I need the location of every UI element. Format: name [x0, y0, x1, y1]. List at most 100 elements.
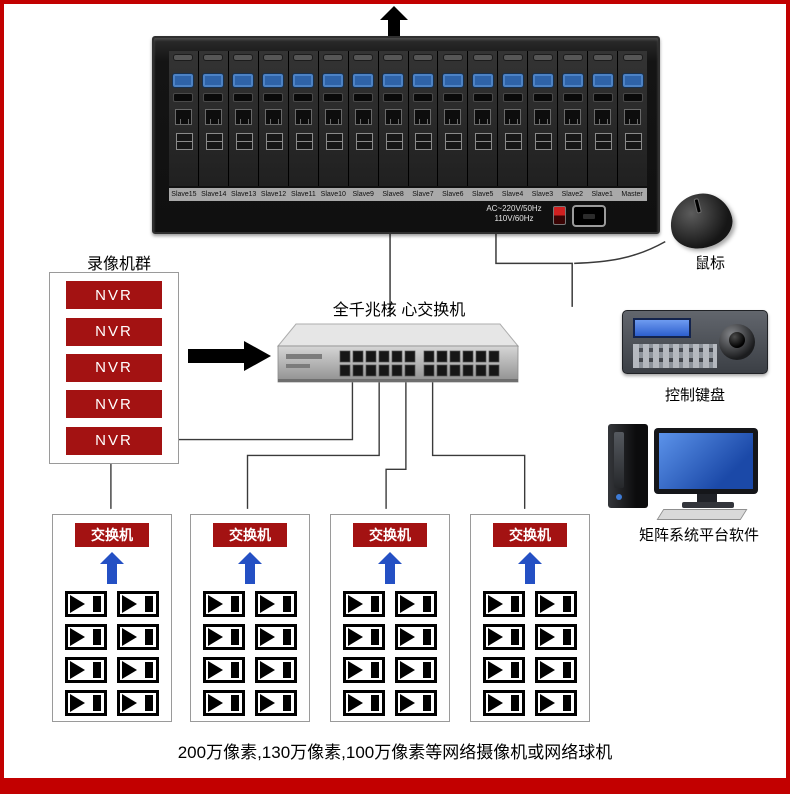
pc-monitor-image — [654, 428, 758, 494]
camera-icon — [117, 657, 159, 683]
slot-label: Slave1 — [591, 191, 613, 198]
camera-icon — [117, 591, 159, 617]
usb-ports-icon — [175, 133, 193, 150]
slot-label: Slave6 — [442, 191, 464, 198]
keyboard-lcd-icon — [633, 318, 691, 338]
power-switch-icon — [553, 206, 566, 225]
monitor-base-icon — [682, 502, 734, 508]
camera-icon — [117, 624, 159, 650]
indicator-leds-icon — [593, 55, 612, 60]
mouse-label: 鼠标 — [694, 255, 725, 272]
slot-label: Slave7 — [412, 191, 434, 198]
bottom-red-bar — [4, 778, 786, 790]
slot-label: Slave4 — [501, 191, 524, 198]
hdmi-port-icon — [622, 93, 643, 102]
vga-port-icon — [531, 73, 554, 88]
vga-port-icon — [621, 73, 644, 88]
camera-icon — [255, 624, 297, 650]
camera-grid — [65, 591, 159, 716]
vga-port-icon — [561, 73, 584, 88]
vga-port-icon — [262, 73, 285, 88]
edge-switch-group-4: 交换机 — [470, 514, 590, 722]
uplink-arrow-icon — [380, 6, 408, 36]
edge-switch-label: 交换机 — [213, 523, 287, 547]
power-rating-label: AC~220V/50Hz 110V/60Hz — [479, 204, 549, 224]
nvr-item: NVR — [66, 353, 162, 382]
camera-icon — [65, 690, 107, 716]
camera-icon — [395, 591, 437, 617]
camera-icon — [255, 591, 297, 617]
ethernet-port-icon — [594, 109, 612, 125]
keyboard-keys-icon — [633, 344, 717, 368]
core-switch-image — [276, 323, 520, 383]
rack-slot-master — [618, 51, 647, 186]
vga-port-icon — [292, 73, 315, 88]
usb-ports-icon — [385, 133, 403, 150]
usb-ports-icon — [205, 133, 223, 150]
rack-slot — [228, 51, 258, 186]
hdmi-port-icon — [263, 93, 284, 102]
camera-icon — [343, 624, 385, 650]
rack-slot — [498, 51, 528, 186]
camera-icon — [395, 624, 437, 650]
nvr-group-box: NVR NVR NVR NVR NVR — [49, 272, 179, 464]
indicator-leds-icon — [324, 55, 343, 60]
rack-slot-row — [169, 51, 647, 186]
camera-icon — [343, 657, 385, 683]
hdmi-port-icon — [383, 93, 404, 102]
slot-label: Slave9 — [352, 191, 374, 198]
hdmi-port-icon — [293, 93, 314, 102]
indicator-leds-icon — [563, 55, 582, 60]
footer-caption: 200万像素,130万像素,100万像素等网络摄像机或网络球机 — [177, 743, 613, 762]
vga-port-icon — [441, 73, 464, 88]
rack-slot — [169, 51, 198, 186]
camera-icon — [255, 657, 297, 683]
nvr-item: NVR — [66, 426, 162, 455]
vga-port-icon — [232, 73, 255, 88]
edge-switch-label: 交换机 — [493, 523, 567, 547]
indicator-leds-icon — [354, 55, 373, 60]
usb-ports-icon — [415, 133, 433, 150]
rack-slot — [318, 51, 348, 186]
camera-icon — [203, 591, 245, 617]
power-line-1: AC~220V/50Hz — [486, 204, 542, 213]
indicator-leds-icon — [264, 55, 283, 60]
hdmi-port-icon — [353, 93, 374, 102]
cameras-to-switch-arrow-icon — [518, 552, 542, 584]
camera-grid — [343, 591, 437, 716]
camera-grid — [203, 591, 297, 716]
indicator-leds-icon — [533, 55, 552, 60]
hdmi-port-icon — [562, 93, 583, 102]
edge-switch-group-2: 交换机 — [190, 514, 310, 722]
usb-ports-icon — [265, 133, 283, 150]
ethernet-port-icon — [534, 109, 552, 125]
rack-slot — [198, 51, 228, 186]
vga-port-icon — [411, 73, 434, 88]
edge-switch-group-3: 交换机 — [330, 514, 450, 722]
ethernet-port-icon — [384, 109, 402, 125]
nvr-item: NVR — [66, 317, 162, 346]
vga-port-icon — [501, 73, 524, 88]
slot-label: Master — [621, 191, 643, 198]
rack-slot — [438, 51, 468, 186]
monitor-screen-icon — [659, 433, 753, 489]
hdmi-port-icon — [323, 93, 344, 102]
camera-icon — [343, 690, 385, 716]
slot-label: Slave2 — [561, 191, 584, 198]
camera-icon — [483, 591, 525, 617]
rack-slot — [588, 51, 618, 186]
rack-slot — [378, 51, 408, 186]
slot-label: Slave15 — [171, 191, 197, 198]
camera-icon — [203, 657, 245, 683]
mouse-image — [664, 187, 738, 255]
edge-switch-label: 交换机 — [353, 523, 427, 547]
edge-switch-group-1: 交换机 — [52, 514, 172, 722]
usb-ports-icon — [325, 133, 343, 150]
nvr-to-switch-arrow-icon — [188, 341, 271, 371]
indicator-leds-icon — [204, 55, 223, 60]
slot-label-strip: Slave15 Slave14 Slave13 Slave12 Slave11 … — [169, 188, 647, 201]
keyboard-joystick-icon — [719, 324, 755, 360]
camera-icon — [203, 624, 245, 650]
usb-ports-icon — [565, 133, 583, 150]
